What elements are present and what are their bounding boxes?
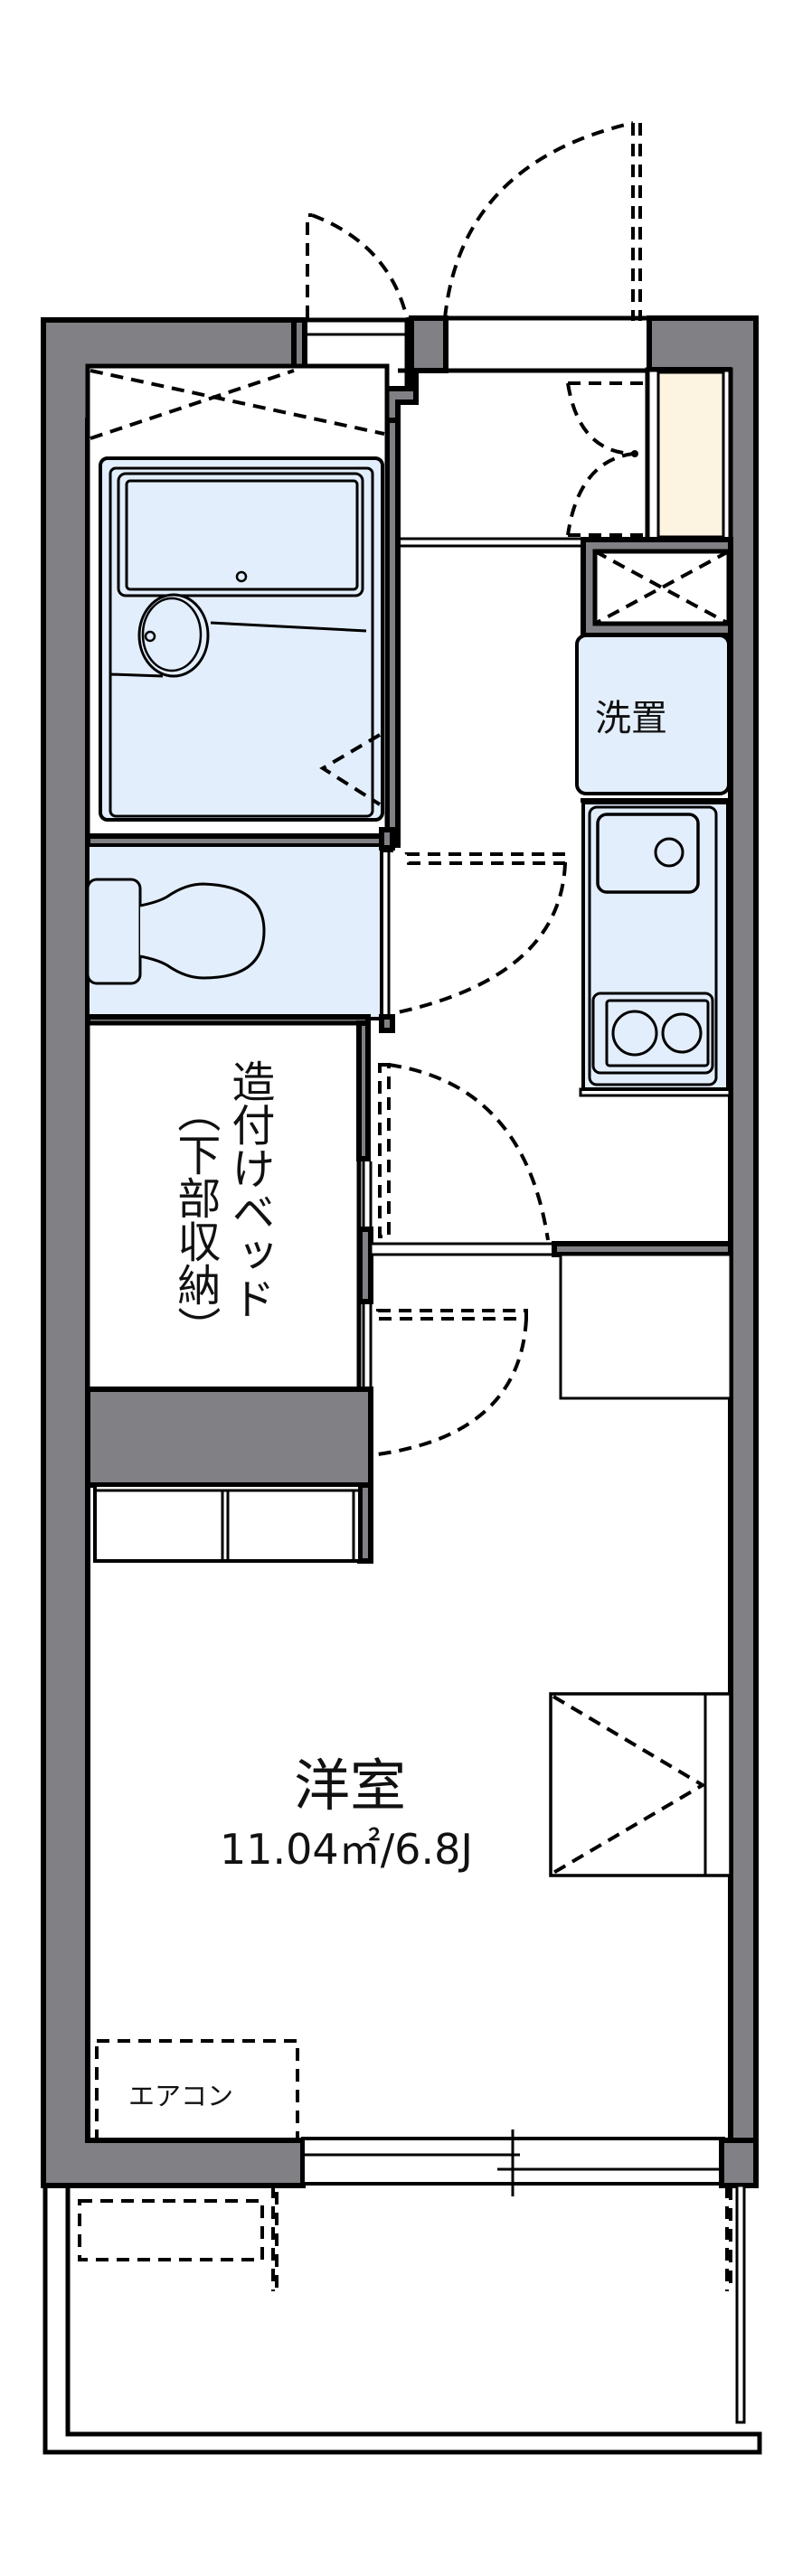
entrance-door-swing bbox=[306, 121, 642, 321]
kitchen bbox=[579, 798, 732, 1097]
closet bbox=[85, 1387, 373, 1563]
room-window bbox=[301, 2129, 759, 2196]
bed-storage-label: （下部収納） bbox=[169, 1089, 221, 1349]
built-in-bed bbox=[85, 1014, 373, 1392]
tv-shelf bbox=[549, 1692, 732, 1877]
washer-space bbox=[575, 634, 731, 795]
room-area-label: 11.04㎡/6.8J bbox=[220, 1825, 473, 1874]
aircon-outline bbox=[95, 2039, 299, 2142]
toilet-room bbox=[85, 827, 567, 1033]
bathroom bbox=[85, 363, 390, 843]
built-in-bed-label: 造付けベッド bbox=[223, 1059, 275, 1320]
washer-label: 洗置 bbox=[595, 698, 667, 739]
pipe-shaft bbox=[581, 537, 733, 638]
corridor-partition bbox=[357, 1063, 733, 1564]
shoe-cabinet bbox=[566, 367, 733, 542]
aircon-label: エアコン bbox=[128, 2081, 234, 2111]
room-name-label: 洋室 bbox=[294, 1753, 407, 1819]
balcony bbox=[42, 2184, 762, 2455]
